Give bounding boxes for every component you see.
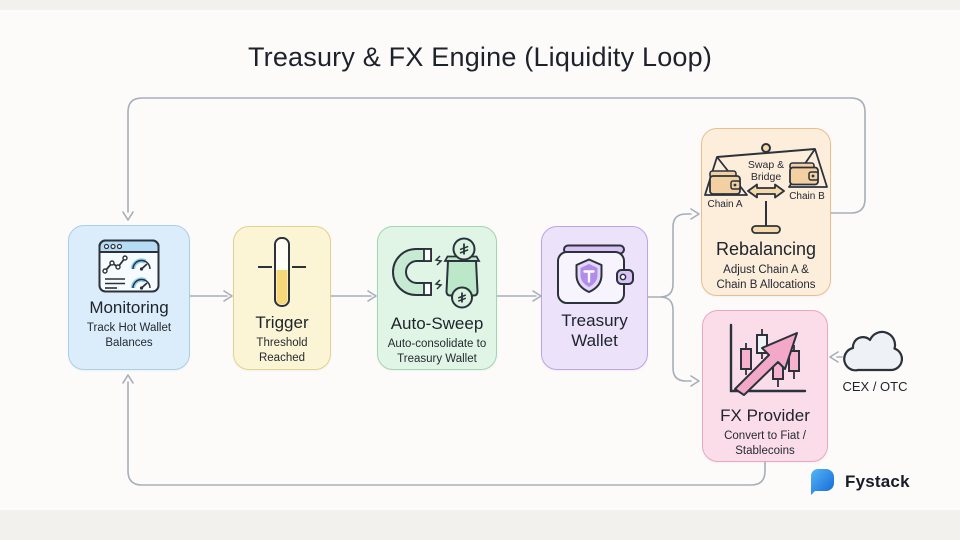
arrowhead-up-icon bbox=[122, 374, 134, 384]
node-treasury-wallet: Treasury Wallet bbox=[541, 226, 648, 370]
cloud-label: CEX / OTC bbox=[842, 379, 908, 394]
uptrend-arrow-icon bbox=[734, 332, 798, 396]
node-trigger: Trigger Threshold Reached bbox=[233, 226, 331, 370]
scale-bridge-label: Bridge bbox=[751, 171, 782, 183]
top-margin-strip bbox=[0, 0, 960, 10]
cloud-icon bbox=[843, 330, 903, 372]
node-subtitle: Adjust Chain A & Chain B Allocations bbox=[716, 264, 816, 292]
chain-a-label: Chain A bbox=[707, 199, 742, 210]
bottom-margin-strip bbox=[0, 510, 960, 540]
arrow-treasury-split bbox=[647, 213, 692, 382]
shield-wallet-icon bbox=[556, 244, 634, 304]
node-title: Trigger bbox=[255, 313, 309, 332]
external-cex-otc: CEX / OTC bbox=[838, 330, 912, 394]
arrowhead-right-icon bbox=[223, 290, 233, 302]
dashboard-gauges-icon bbox=[98, 239, 160, 293]
brand-footer: Fystack bbox=[808, 467, 910, 497]
magnet-sweep-icon bbox=[392, 237, 481, 309]
balance-scale-icon: Swap & Bridge Chain A Chain B bbox=[704, 143, 828, 234]
chain-b-label: Chain B bbox=[789, 191, 825, 202]
node-title: Auto-Sweep bbox=[390, 314, 484, 333]
node-monitoring: Monitoring Track Hot Wallet Balances bbox=[68, 225, 190, 370]
scale-swap-label: Swap & bbox=[748, 159, 784, 171]
node-title: Rebalancing bbox=[715, 239, 817, 259]
threshold-level-icon bbox=[258, 237, 306, 307]
node-fx-provider: FX Provider Convert to Fiat / Stablecoin… bbox=[702, 310, 828, 462]
node-title: Monitoring bbox=[89, 298, 169, 317]
brand-name: Fystack bbox=[845, 472, 910, 491]
swap-arrow-icon bbox=[747, 183, 785, 199]
node-subtitle: Convert to Fiat / Stablecoins bbox=[724, 430, 806, 457]
node-rebalancing: Swap & Bridge Chain A Chain B Rebalancin… bbox=[701, 128, 831, 296]
node-autosweep: Auto-Sweep Auto-consolidate to Treasury … bbox=[377, 226, 497, 370]
node-title: FX Provider bbox=[720, 406, 810, 425]
fystack-logo bbox=[811, 469, 834, 495]
node-subtitle: Track Hot Wallet Balances bbox=[86, 322, 172, 349]
page-title: Treasury & FX Engine (Liquidity Loop) bbox=[247, 42, 713, 72]
loop-fx-to-monitoring bbox=[127, 381, 766, 486]
node-title: Treasury Wallet bbox=[561, 311, 628, 351]
arrowhead-down-icon bbox=[122, 211, 134, 221]
arrowhead-left-icon bbox=[829, 351, 839, 363]
node-subtitle: Auto-consolidate to Treasury Wallet bbox=[387, 338, 487, 365]
node-subtitle: Threshold Reached bbox=[256, 337, 308, 364]
candlestick-uptrend-icon bbox=[729, 323, 807, 396]
